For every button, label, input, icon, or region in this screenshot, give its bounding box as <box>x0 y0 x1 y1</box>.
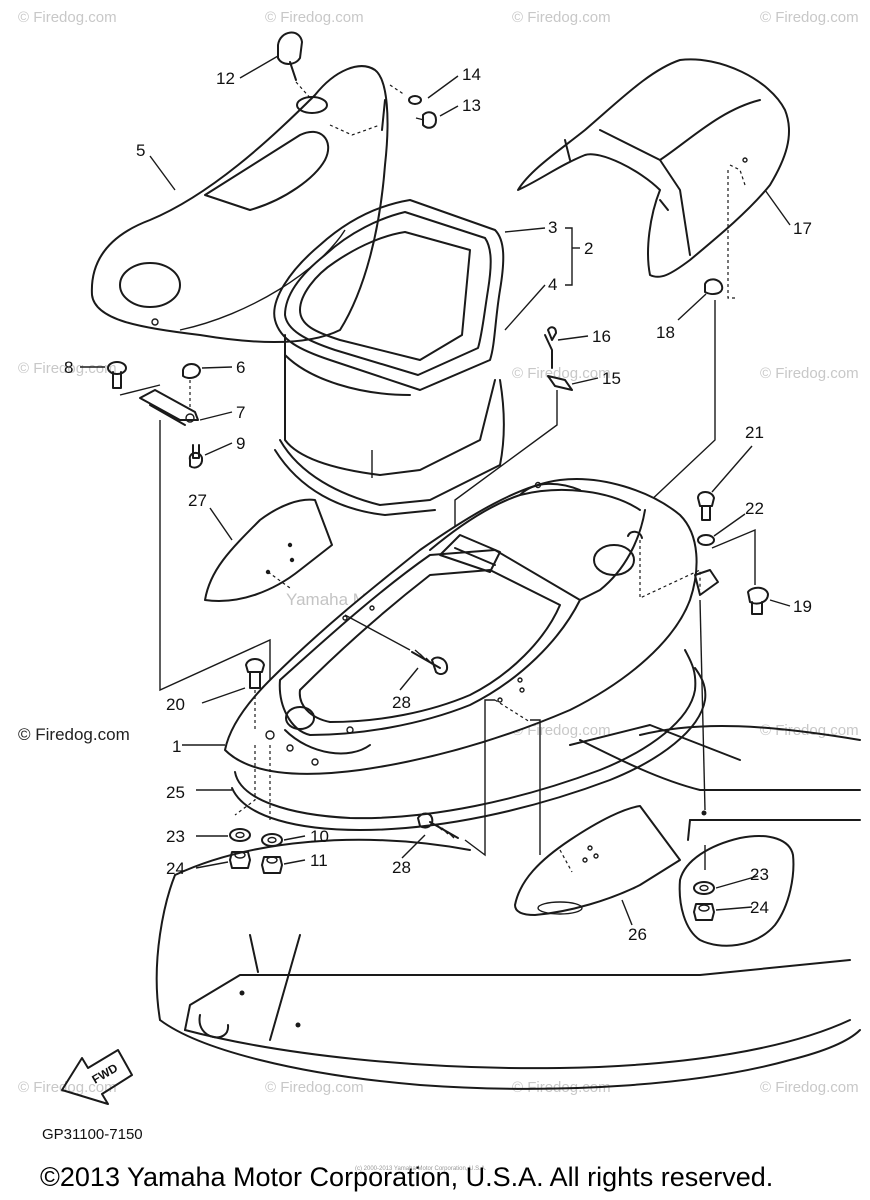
leader-lines <box>80 55 791 926</box>
watermark-text: © Firedog.com <box>18 1079 117 1096</box>
callout-19: 19 <box>793 597 812 616</box>
callout-28: 28 <box>392 693 411 712</box>
fastener-13-14 <box>389 84 437 129</box>
watermark-text: © Firedog.com <box>265 1079 364 1096</box>
callout-24: 24 <box>166 859 185 878</box>
callout-4: 4 <box>548 275 557 294</box>
bolt-part-20 <box>234 658 271 820</box>
callout-10: 10 <box>310 827 329 846</box>
callout-20: 20 <box>166 695 185 714</box>
cap-part-12 <box>277 31 313 101</box>
forward-arrow-icon: FWD <box>61 1049 133 1105</box>
washers-nuts-right <box>678 834 795 947</box>
cover-part-5 <box>90 65 389 343</box>
site-label: © Firedog.com <box>18 725 130 744</box>
callout-1: 1 <box>172 737 181 756</box>
callout-labels: 12 5 14 13 3 2 4 16 15 17 18 8 6 7 9 27 … <box>64 65 812 944</box>
storage-bin-part-3-4 <box>273 199 505 516</box>
rim-part-25 <box>231 649 707 831</box>
watermark-text: © Firedog.com <box>512 365 611 382</box>
callout-5: 5 <box>136 141 145 160</box>
watermark-text: © Firedog.com <box>265 9 364 26</box>
callout-17: 17 <box>793 219 812 238</box>
washers-nuts-left <box>229 828 283 874</box>
copyright-notice: ©2013 Yamaha Motor Corporation, U.S.A. A… <box>40 1162 773 1192</box>
deck-body-part-1 <box>224 478 719 870</box>
callout-8: 8 <box>64 358 73 377</box>
right-hardware-19-22 <box>697 491 769 615</box>
callout-2: 2 <box>584 239 593 258</box>
callout-12: 12 <box>216 69 235 88</box>
watermark-text: © Firedog.com <box>512 9 611 26</box>
watermark-text: © Firedog.com <box>760 365 859 382</box>
watermark-text: © Firedog.com <box>18 360 117 377</box>
callout-25: 25 <box>166 783 185 802</box>
callout-23: 23 <box>750 865 769 884</box>
callout-9: 9 <box>236 434 245 453</box>
callout-28: 28 <box>392 858 411 877</box>
watermark-text: © Firedog.com <box>760 722 859 739</box>
side-panel-part-26 <box>514 719 681 916</box>
callout-13: 13 <box>462 96 481 115</box>
callout-15: 15 <box>602 369 621 388</box>
callout-16: 16 <box>592 327 611 346</box>
bolt-part-28 <box>344 614 531 857</box>
fine-print: (c) 2000-2013 Yamaha Motor Corporation, … <box>355 1166 487 1172</box>
watermark-text: © Firedog.com <box>760 1079 859 1096</box>
watermark-text: © Firedog.com <box>18 9 117 26</box>
hull-deck <box>155 724 861 1090</box>
callout-24: 24 <box>750 898 769 917</box>
side-panel-part-27 <box>204 498 333 602</box>
callout-23: 23 <box>166 827 185 846</box>
seat-part-17 <box>517 58 791 299</box>
callout-3: 3 <box>548 218 557 237</box>
callout-7: 7 <box>236 403 245 422</box>
callout-6: 6 <box>236 358 245 377</box>
callout-26: 26 <box>628 925 647 944</box>
watermark-text: © Firedog.com <box>760 9 859 26</box>
callout-11: 11 <box>310 851 328 870</box>
watermark-text: © Firedog.com <box>512 722 611 739</box>
diagram-code: GP31100-7150 <box>42 1126 143 1143</box>
callout-22: 22 <box>745 499 764 518</box>
callout-18: 18 <box>656 323 675 342</box>
callout-14: 14 <box>462 65 481 84</box>
callout-21: 21 <box>745 423 764 442</box>
clip-part-15-16 <box>454 326 573 540</box>
callout-27: 27 <box>188 491 207 510</box>
